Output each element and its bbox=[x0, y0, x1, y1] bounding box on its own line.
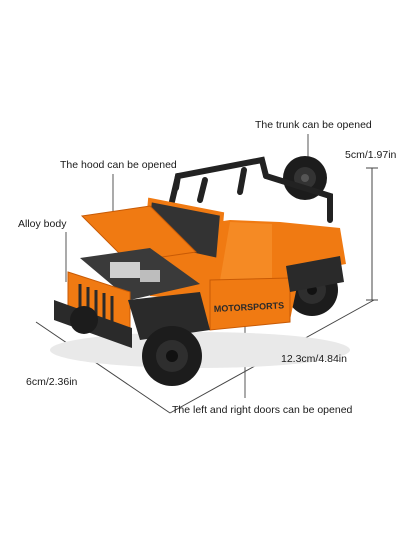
length-label: 12.3cm/4.84in bbox=[281, 353, 347, 365]
front-wheel bbox=[142, 326, 202, 386]
side-decal: MOTORSPORTS bbox=[214, 300, 285, 314]
width-label: 6cm/2.36in bbox=[26, 376, 78, 388]
roll-cage bbox=[167, 156, 333, 223]
front-left-wheel bbox=[70, 306, 98, 334]
alloy-label: Alloy body bbox=[18, 218, 67, 230]
doors-label: The left and right doors can be opened bbox=[172, 404, 353, 416]
trunk-label: The trunk can be opened bbox=[255, 119, 372, 131]
car-body bbox=[54, 197, 346, 348]
hood-label: The hood can be opened bbox=[60, 159, 177, 171]
height-label: 5cm/1.97in bbox=[345, 149, 397, 161]
